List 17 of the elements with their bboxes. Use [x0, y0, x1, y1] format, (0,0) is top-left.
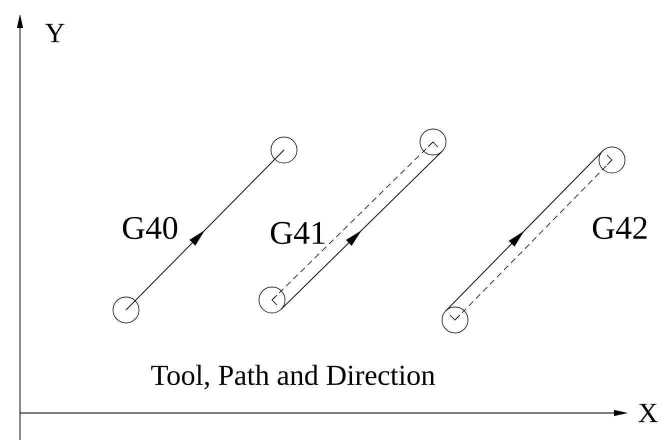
tool-circle	[112, 296, 140, 324]
label: G40	[122, 216, 178, 240]
tool-circle	[442, 306, 468, 334]
tool-circle	[420, 128, 446, 156]
tool-path	[126, 150, 284, 310]
tool-path	[445, 150, 604, 312]
tool-path	[450, 154, 612, 320]
label: G41	[270, 222, 324, 244]
label: G42	[592, 216, 647, 240]
tool-circle	[258, 286, 286, 314]
tool-circle	[270, 136, 298, 164]
label: X	[638, 404, 658, 422]
tool-path	[280, 150, 443, 310]
tool-circle	[598, 146, 626, 174]
label: Y	[45, 24, 64, 42]
tool-path	[272, 142, 438, 306]
label: Tool, Path and Direction	[151, 364, 435, 390]
